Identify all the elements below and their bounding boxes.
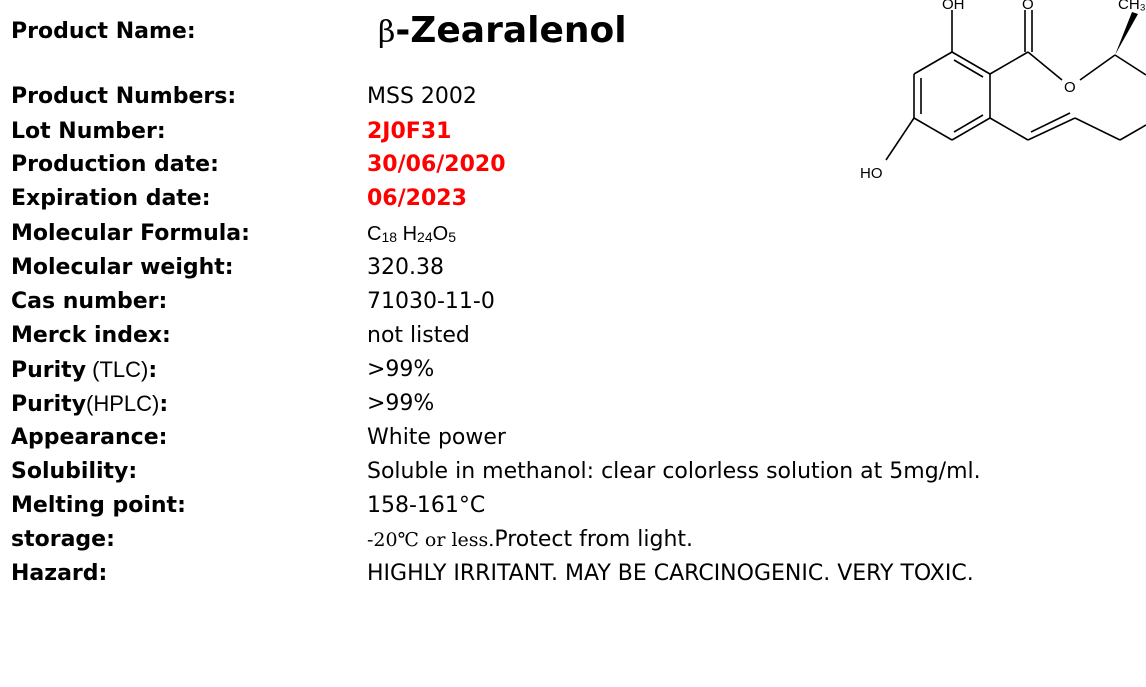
bond-ring-continue	[1114, 54, 1146, 76]
production-date-row: Production date: 30/06/2020	[11, 149, 1146, 181]
formula-h-count: 24	[417, 229, 433, 245]
storage-temperature: -20℃ or less.	[367, 529, 495, 551]
production-date-value: 30/06/2020	[367, 152, 506, 177]
product-numbers-label: Product Numbers:	[11, 84, 237, 109]
molecular-weight-label: Molecular weight:	[11, 255, 234, 280]
merck-index-label: Merck index:	[11, 323, 171, 348]
melting-point-row: Melting point: 158-161°C	[11, 490, 1146, 522]
purity-tlc-row: Purity (TLC): >99%	[11, 354, 1146, 386]
purity-hplc-colon: :	[159, 392, 169, 417]
expiration-date-value: 06/2023	[367, 186, 467, 211]
bond-vinyl-2	[1027, 117, 1076, 141]
formula-c: C	[367, 223, 382, 245]
bond-vinyl-1	[989, 117, 1029, 141]
solubility-value: Soluble in methanol: clear colorless sol…	[367, 459, 981, 484]
bond-6	[913, 51, 953, 75]
purity-hplc-value: >99%	[367, 391, 435, 416]
purity-tlc-word: Purity	[11, 358, 87, 383]
ring-o-label: O	[1064, 79, 1076, 96]
bond-1	[951, 51, 991, 75]
molecular-formula-label: Molecular Formula:	[11, 221, 250, 246]
purity-hplc-method: (HPLC)	[86, 391, 160, 416]
product-numbers-value: MSS 2002	[367, 84, 477, 109]
bond-4	[913, 117, 953, 141]
hazard-label: Hazard:	[11, 561, 108, 586]
purity-hplc-row: Purity(HPLC): >99%	[11, 388, 1146, 420]
product-name-value: β-Zearalenol	[378, 8, 627, 60]
storage-label: storage:	[11, 527, 115, 552]
solubility-row: Solubility: Soluble in methanol: clear c…	[11, 456, 1146, 488]
appearance-label: Appearance:	[11, 425, 168, 450]
product-name-row: Product Name: β-Zearalenol	[11, 8, 771, 54]
bond-ho	[885, 117, 915, 161]
aromatic-line-1	[953, 59, 984, 78]
solubility-label: Solubility:	[11, 459, 138, 484]
molecular-weight-value: 320.38	[367, 255, 444, 280]
purity-tlc-value: >99%	[367, 357, 435, 382]
formula-o-count: 5	[448, 229, 456, 245]
purity-tlc-label: Purity (TLC):	[11, 354, 157, 387]
appearance-value: White power	[367, 425, 506, 450]
beta-symbol: β	[378, 15, 396, 50]
bond-ester-o	[1027, 51, 1063, 81]
formula-c-count: 18	[381, 229, 398, 245]
ho-label: HO	[860, 165, 883, 182]
chemical-structure: OH O CH₃ O HO	[860, 0, 1146, 182]
bond-carbonyl-c	[989, 51, 1029, 75]
production-date-label: Production date:	[11, 152, 219, 177]
oh-label: OH	[942, 0, 965, 13]
expiration-date-label: Expiration date:	[11, 186, 211, 211]
melting-point-label: Melting point:	[11, 493, 186, 518]
expiration-date-row: Expiration date: 06/2023	[11, 183, 1146, 215]
merck-index-row: Merck index: not listed	[11, 320, 1146, 352]
molecular-formula-value: C18 H24O5	[367, 218, 456, 250]
molecular-formula-row: Molecular Formula: C18 H24O5	[11, 218, 1146, 250]
melting-point-value: 158-161°C	[367, 493, 486, 518]
hazard-row: Hazard: HIGHLY IRRITANT. MAY BE CARCINOG…	[11, 558, 1146, 590]
hazard-value: HIGHLY IRRITANT. MAY BE CARCINOGENIC. VE…	[367, 561, 974, 586]
formula-h: H	[402, 223, 418, 245]
lot-number-label: Lot Number:	[11, 119, 166, 144]
ch3-label: CH₃	[1118, 0, 1146, 13]
cas-number-value: 71030-11-0	[367, 289, 495, 314]
aromatic-line-2	[953, 114, 984, 133]
purity-tlc-colon: :	[148, 358, 158, 383]
bond-o-ring	[1079, 54, 1116, 81]
cas-number-row: Cas number: 71030-11-0	[11, 286, 1146, 318]
storage-value: -20℃ or less.Protect from light.	[367, 524, 693, 556]
formula-o: O	[432, 223, 449, 245]
bond-vinyl-double	[1030, 112, 1071, 133]
purity-hplc-label: Purity(HPLC):	[11, 388, 168, 421]
molecular-weight-row: Molecular weight: 320.38	[11, 252, 1146, 284]
storage-light: Protect from light.	[494, 527, 694, 552]
storage-row: storage: -20℃ or less.Protect from light…	[11, 524, 1146, 556]
lot-number-row: Lot Number: 2J0F31	[11, 116, 1146, 148]
cas-number-label: Cas number:	[11, 289, 168, 314]
bond-vinyl-3	[1074, 117, 1121, 141]
product-name-label: Product Name:	[11, 19, 196, 44]
lot-number-value: 2J0F31	[367, 119, 452, 144]
product-name-text: -Zearalenol	[395, 10, 627, 51]
merck-index-value: not listed	[367, 323, 470, 348]
product-numbers-row: Product Numbers: MSS 2002	[11, 81, 1146, 113]
appearance-row: Appearance: White power	[11, 422, 1146, 454]
carbonyl-o-label: O	[1022, 0, 1034, 13]
bond-3	[951, 117, 991, 141]
purity-hplc-word: Purity	[11, 392, 87, 417]
bond-vinyl-4	[1119, 124, 1146, 141]
wedge-bond	[1115, 12, 1138, 55]
purity-tlc-method: (TLC)	[86, 357, 149, 382]
